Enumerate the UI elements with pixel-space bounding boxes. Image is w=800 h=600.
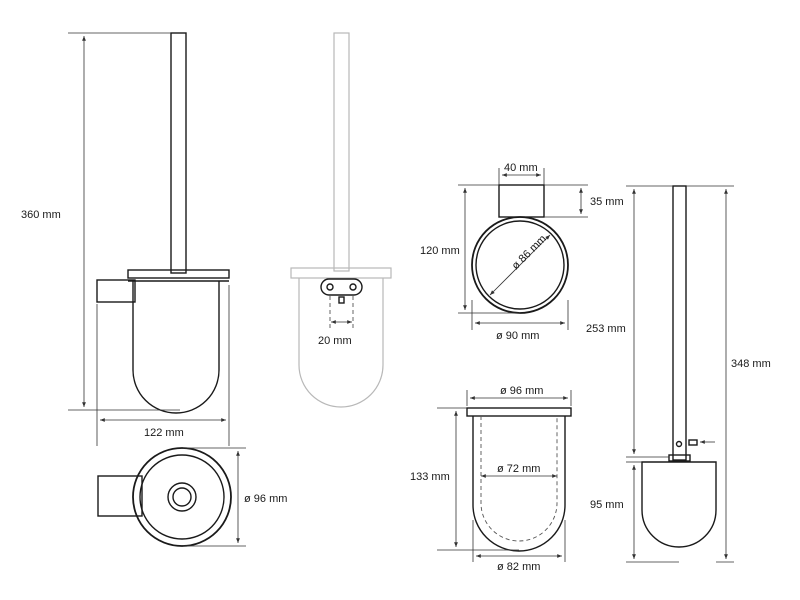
dim-360-group: 360 mm — [21, 32, 180, 411]
faint-bowl-shape — [298, 278, 384, 408]
bowl-outer-circle — [132, 447, 232, 547]
dim-label-86: ø 86 mm — [510, 233, 549, 272]
dim-label-122: 122 mm — [144, 427, 184, 439]
screw-hole-left — [326, 283, 334, 291]
wall-ring-view: ø 86 mm — [471, 184, 569, 314]
bracket-plate-shape — [320, 278, 363, 296]
dim-label-40: 40 mm — [504, 162, 538, 174]
bracket-top-shape — [97, 475, 143, 517]
glass-bowl-view: ø 72 mm — [466, 407, 572, 552]
dim-label-360: 360 mm — [21, 209, 61, 221]
glass-outer-shape — [472, 416, 566, 552]
dim-95-group: 95 mm — [590, 461, 679, 563]
dim-20-group: 20 mm — [318, 296, 354, 347]
dim-label-82: ø 82 mm — [497, 561, 540, 573]
glass-inner-shape — [480, 416, 558, 542]
holder-side-view — [96, 32, 230, 414]
dim-35-group: 35 mm — [544, 184, 624, 218]
holder-top-view — [97, 447, 232, 547]
dim-90-group: ø 90 mm — [471, 300, 569, 342]
bowl-inner-circle — [139, 454, 225, 540]
dim-label-253: 253 mm — [586, 323, 626, 335]
dim-label-96-glass: ø 96 mm — [500, 385, 543, 397]
brush-view — [641, 185, 717, 548]
faint-handle-shape — [333, 32, 350, 272]
dim-133-group: 133 mm — [410, 407, 519, 551]
dim-label-20: 20 mm — [318, 335, 352, 347]
dim-253-group: 253 mm — [586, 185, 673, 458]
wall-bracket-shape — [96, 279, 136, 303]
brush-head-shape — [641, 461, 717, 548]
bowl-shape — [132, 281, 220, 414]
dim-82-group: ø 82 mm — [472, 520, 566, 573]
holder-front-view-faint — [290, 32, 392, 408]
dim-label-95: 95 mm — [590, 499, 624, 511]
ring-inner-circle — [475, 220, 565, 310]
dim-40-group: 40 mm — [498, 162, 545, 185]
wall-plate-tab-shape — [498, 184, 545, 218]
brush-stick-shape — [672, 185, 687, 461]
dim-label-120: 120 mm — [420, 245, 460, 257]
dim-label-90: ø 90 mm — [496, 330, 539, 342]
lid-plate-shape — [127, 269, 230, 279]
dim-label-133: 133 mm — [410, 471, 450, 483]
glass-rim-shape — [466, 407, 572, 417]
brush-handle-shape — [170, 32, 187, 274]
dim-122-group: 122 mm — [96, 285, 230, 446]
screw-hole-right — [349, 283, 357, 291]
dim-label-72: ø 72 mm — [497, 463, 540, 475]
dim-96-glass-group: ø 96 mm — [466, 385, 572, 406]
dim-120-group: 120 mm — [420, 184, 520, 314]
dim-label-348: 348 mm — [731, 358, 771, 370]
dim-96-top-group: ø 96 mm — [183, 447, 287, 547]
dim-label-35: 35 mm — [590, 196, 624, 208]
dim-label-96-top: ø 96 mm — [244, 493, 287, 505]
dim-348-group: 348 mm — [686, 185, 771, 563]
